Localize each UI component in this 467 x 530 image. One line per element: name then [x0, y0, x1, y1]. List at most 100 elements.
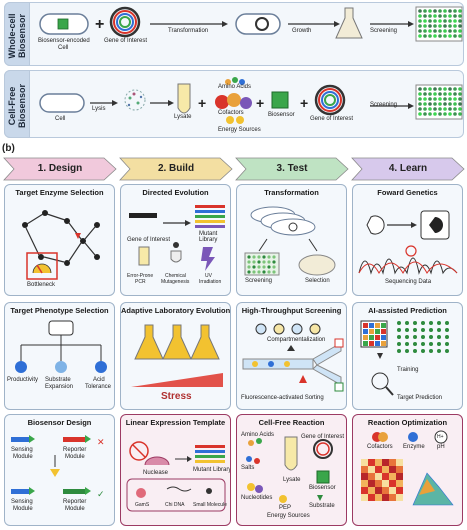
- plate-well: [458, 92, 462, 96]
- heatmap-cell: [396, 466, 403, 473]
- cofactors-icon: [215, 93, 252, 109]
- plate-well: [448, 24, 452, 28]
- chevron-shape: [3, 157, 117, 181]
- card-title: High-Throughput Screening: [241, 306, 342, 315]
- nn-node: [397, 342, 401, 346]
- plate-well: [443, 29, 447, 33]
- stage-label: 2. Build: [157, 163, 195, 174]
- plate-well: [438, 19, 442, 23]
- hts-sorting-icon: [242, 323, 344, 392]
- card-text-seq: Sequencing Data: [385, 279, 432, 285]
- plate-well: [438, 87, 442, 91]
- plate-well: [247, 260, 251, 264]
- nn-node: [405, 349, 409, 353]
- heatmap-cell: [382, 487, 389, 494]
- plate-well: [247, 270, 251, 274]
- card-text-substrate: Substrate: [309, 503, 335, 509]
- plate-well: [438, 112, 442, 116]
- plate-well: [272, 255, 276, 259]
- nn-node: [437, 342, 441, 346]
- plate-well: [448, 112, 452, 116]
- tube-icon: [177, 83, 191, 114]
- heatmap-cell: [368, 480, 375, 487]
- plate-well: [433, 9, 437, 13]
- nn-node: [405, 328, 409, 332]
- chevron-shape: [235, 157, 349, 181]
- plate-well: [443, 24, 447, 28]
- card-title: Biosensor Design: [27, 418, 92, 427]
- nn-node: [445, 349, 449, 353]
- heatmap-cell: [382, 473, 389, 480]
- plate-well: [448, 19, 452, 23]
- plate-well: [272, 265, 276, 269]
- transformation-icon: [244, 206, 336, 276]
- plate-well: [418, 29, 422, 33]
- heat-cell: [363, 329, 368, 334]
- lysis-debris-icon: [124, 89, 146, 111]
- cellfree-lysis-label: Lysis: [92, 106, 106, 112]
- heat-cell: [381, 329, 386, 334]
- card-title: Adaptive Laboratory Evolution: [121, 306, 231, 315]
- nn-node: [405, 342, 409, 346]
- plate-well: [252, 255, 256, 259]
- wholecell-side-tab: [4, 2, 30, 66]
- plate-well: [262, 260, 266, 264]
- plasmid-icon: [109, 6, 141, 38]
- plate-well: [252, 265, 256, 269]
- stage-label: 3. Test: [276, 163, 308, 174]
- card-text-facs: Fluorescence-activated Sorting: [241, 395, 324, 401]
- wholecell-diagram: +: [39, 6, 463, 42]
- plate-well: [438, 102, 442, 106]
- cellfree-screening-label: Screening: [370, 102, 398, 108]
- card-title: Cell-Free Reaction: [258, 418, 325, 427]
- plate-well: [428, 9, 432, 13]
- wholecell-gene-label: Gene of Interest: [104, 38, 148, 44]
- wholecell-cell-label: Cell: [58, 45, 69, 51]
- card-text-gene: Gene of Interest: [127, 237, 171, 243]
- heat-cell: [363, 323, 368, 328]
- nn-node: [445, 328, 449, 332]
- heatmap-cell: [382, 480, 389, 487]
- card-text-ep2: PCR: [135, 279, 146, 285]
- plate-well: [433, 19, 437, 23]
- heatmap-cell: [361, 487, 368, 494]
- plate-well: [267, 260, 271, 264]
- card-hts: High-Throughput Screening Compartmentali…: [236, 302, 347, 410]
- plate-well: [443, 19, 447, 23]
- card-text-ep1: Error-Prone: [127, 273, 154, 279]
- stage-label: 1. Design: [37, 163, 83, 174]
- plate-well: [458, 97, 462, 101]
- card-text-chi: Chi DNA: [165, 502, 185, 508]
- nn-node: [413, 328, 417, 332]
- heatmap-cell: [375, 473, 382, 480]
- plate-well: [418, 9, 422, 13]
- card-text-uv1: UV: [205, 273, 212, 279]
- heatmap-cell: [368, 459, 375, 466]
- wholecell-transformation-label: Transformation: [168, 28, 209, 34]
- card-title: Foward Genetics: [377, 188, 438, 197]
- plate-well: [433, 24, 437, 28]
- forward-genetics-icon: [358, 210, 458, 275]
- card-text-nuc: Nucleotides: [241, 495, 273, 501]
- plate-well: [272, 260, 276, 264]
- card-text-mutant: Mutant Library: [193, 467, 231, 473]
- heatmap-cell: [389, 494, 396, 501]
- stage-chevron: 1. Design: [3, 157, 117, 181]
- plate-well: [428, 24, 432, 28]
- energy-icon: [226, 116, 244, 124]
- plasmid-icon-2: [314, 84, 346, 116]
- well-plate-icon: [415, 6, 463, 42]
- plate-well: [423, 102, 427, 106]
- card-ale: Adaptive Laboratory Evolution Stress: [120, 302, 231, 410]
- biosensor-icon: [271, 91, 289, 109]
- cell-icon: [39, 93, 85, 113]
- card-text-target: Target Prediction: [397, 395, 443, 401]
- plate-well: [257, 270, 261, 274]
- plate-well: [443, 34, 447, 38]
- heatmap-cell: [382, 466, 389, 473]
- plate-well: [428, 19, 432, 23]
- heat-cell: [381, 335, 386, 340]
